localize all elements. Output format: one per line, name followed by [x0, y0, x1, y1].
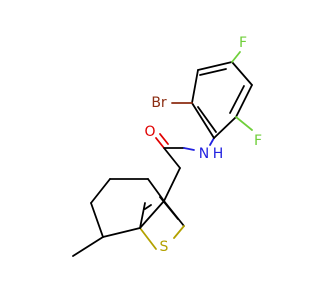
bond: [199, 68, 227, 76]
bond: [90, 178, 111, 204]
bond: [229, 85, 245, 114]
oxygen-atom-label: O: [144, 124, 155, 140]
bond: [163, 167, 181, 202]
bond: [231, 61, 253, 86]
bromine-atom-label: Br: [151, 95, 167, 111]
sulfur-atom-label: S: [160, 239, 169, 255]
nitrogen-atom-label: N: [199, 146, 209, 162]
bond: [102, 227, 141, 238]
bond: [159, 133, 169, 145]
bond: [139, 227, 157, 250]
bond: [191, 69, 199, 104]
bond: [213, 116, 237, 139]
structure-svg: O N H S Br F F: [72, 35, 262, 257]
bond: [197, 106, 217, 133]
fluorine-atom-label-bottom: F: [254, 133, 262, 149]
bond: [231, 51, 241, 63]
bond: [147, 178, 165, 202]
bond: [235, 116, 253, 131]
bond: [163, 147, 181, 169]
bond: [144, 204, 152, 210]
bond: [72, 236, 104, 257]
bond: [90, 202, 104, 238]
bond: [191, 102, 215, 139]
bond: [197, 61, 233, 71]
bond: [155, 137, 165, 149]
bond: [173, 225, 185, 239]
fluorine-atom-label-top: F: [239, 35, 247, 51]
bond: [183, 147, 195, 151]
molecule-diagram: O N H S Br F F: [72, 35, 262, 257]
hydrogen-atom-label: H: [213, 146, 224, 162]
bond: [139, 200, 165, 229]
bond: [235, 84, 253, 118]
bond: [209, 137, 215, 146]
bond: [139, 202, 146, 229]
